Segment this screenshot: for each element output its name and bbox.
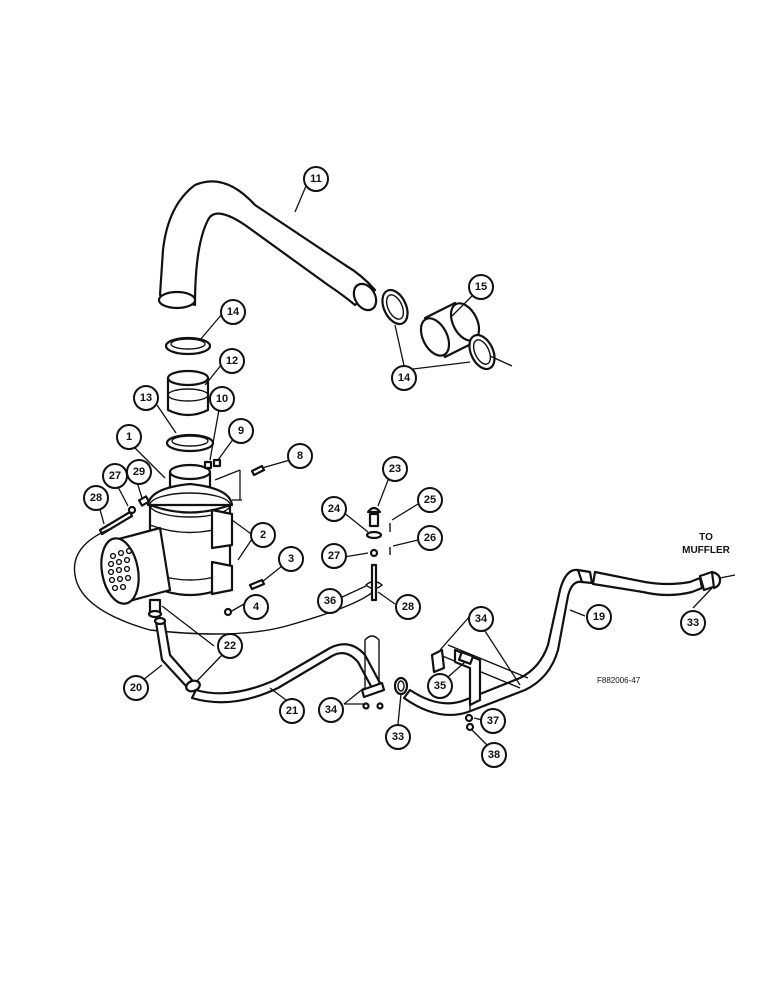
callout-33-center: 33 (385, 724, 411, 750)
svg-text:27: 27 (109, 470, 121, 482)
svg-text:21: 21 (286, 705, 298, 717)
svg-text:1: 1 (126, 431, 132, 443)
hose-clamp-lower-right (468, 333, 513, 371)
callout-15: 15 (468, 274, 494, 300)
svg-text:19: 19 (593, 611, 605, 623)
callout-29: 29 (126, 459, 152, 485)
callout-10: 10 (209, 386, 235, 412)
callout-37: 37 (480, 708, 506, 734)
svg-text:12: 12 (226, 355, 238, 367)
callout-35: 35 (427, 673, 453, 699)
svg-text:27: 27 (328, 550, 340, 562)
callout-34-left: 34 (318, 697, 344, 723)
callout-34-right: 34 (468, 606, 494, 632)
support-bracket (430, 644, 529, 732)
callout-14-right: 14 (391, 365, 417, 391)
adapter-tube (166, 369, 210, 417)
callout-27-left: 27 (102, 463, 128, 489)
callout-14-top-left: 14 (220, 299, 246, 325)
svg-text:8: 8 (297, 450, 303, 462)
callout-33-right: 33 (680, 610, 706, 636)
callout-36: 36 (317, 588, 343, 614)
callout-11: 11 (303, 166, 329, 192)
svg-text:3: 3 (288, 553, 294, 565)
svg-text:37: 37 (487, 715, 499, 727)
callout-20: 20 (123, 675, 149, 701)
svg-text:26: 26 (424, 532, 436, 544)
svg-text:34: 34 (475, 613, 488, 625)
svg-text:36: 36 (324, 595, 336, 607)
svg-text:28: 28 (402, 601, 414, 613)
svg-text:2: 2 (260, 529, 266, 541)
callout-3: 3 (278, 546, 304, 572)
callout-9: 9 (228, 418, 254, 444)
elbow-hose (153, 616, 201, 693)
exhaust-tube (402, 568, 736, 716)
callout-26: 26 (417, 525, 443, 551)
svg-text:15: 15 (475, 281, 487, 293)
inlet-screen-holes (107, 547, 133, 592)
svg-text:25: 25 (424, 494, 436, 506)
callout-19: 19 (586, 604, 612, 630)
svg-text:10: 10 (216, 393, 228, 405)
callout-1: 1 (116, 424, 142, 450)
svg-text:20: 20 (130, 682, 142, 694)
hose-clamp-center (393, 676, 409, 696)
svg-text:24: 24 (328, 503, 341, 515)
svg-text:29: 29 (133, 466, 145, 478)
svg-text:38: 38 (488, 749, 500, 761)
air-cleaner (100, 463, 234, 619)
callout-24: 24 (321, 496, 347, 522)
svg-text:14: 14 (398, 372, 411, 384)
svg-text:35: 35 (434, 680, 446, 692)
to-muffler-label-line1: TO (699, 532, 713, 543)
callout-21: 21 (279, 698, 305, 724)
svg-text:14: 14 (227, 306, 240, 318)
svg-text:4: 4 (253, 601, 260, 613)
svg-text:9: 9 (238, 425, 244, 437)
callout-13: 13 (133, 385, 159, 411)
callout-8: 8 (287, 443, 313, 469)
callout-22: 22 (217, 633, 243, 659)
adapter-clamp (165, 433, 215, 453)
svg-text:22: 22 (224, 640, 236, 652)
svg-text:23: 23 (389, 463, 401, 475)
callout-38: 38 (481, 742, 507, 768)
callout-4: 4 (243, 594, 269, 620)
intake-hose (157, 180, 378, 312)
mounting-hardware (98, 458, 266, 617)
svg-text:11: 11 (310, 173, 322, 185)
callout-12: 12 (219, 348, 245, 374)
callout-28-left: 28 (83, 485, 109, 511)
svg-text:13: 13 (140, 392, 152, 404)
callout-28-right: 28 (395, 594, 421, 620)
svg-text:28: 28 (90, 492, 102, 504)
hose-clamp-upper-left (164, 336, 212, 356)
hose-clamp-upper-right (381, 288, 409, 326)
callout-23: 23 (382, 456, 408, 482)
callout-25: 25 (417, 487, 443, 513)
figure-code: F882006-47 (597, 676, 641, 685)
to-muffler-label-line2: MUFFLER (682, 545, 731, 556)
svg-text:33: 33 (687, 617, 699, 629)
connector-tube (419, 301, 481, 359)
callout-27-right: 27 (321, 543, 347, 569)
u-bolt-left (360, 635, 386, 710)
svg-text:33: 33 (392, 731, 404, 743)
indicator-line (73, 527, 376, 635)
svg-text:34: 34 (325, 704, 338, 716)
callout-2: 2 (250, 522, 276, 548)
restriction-indicator-parts (364, 506, 391, 602)
